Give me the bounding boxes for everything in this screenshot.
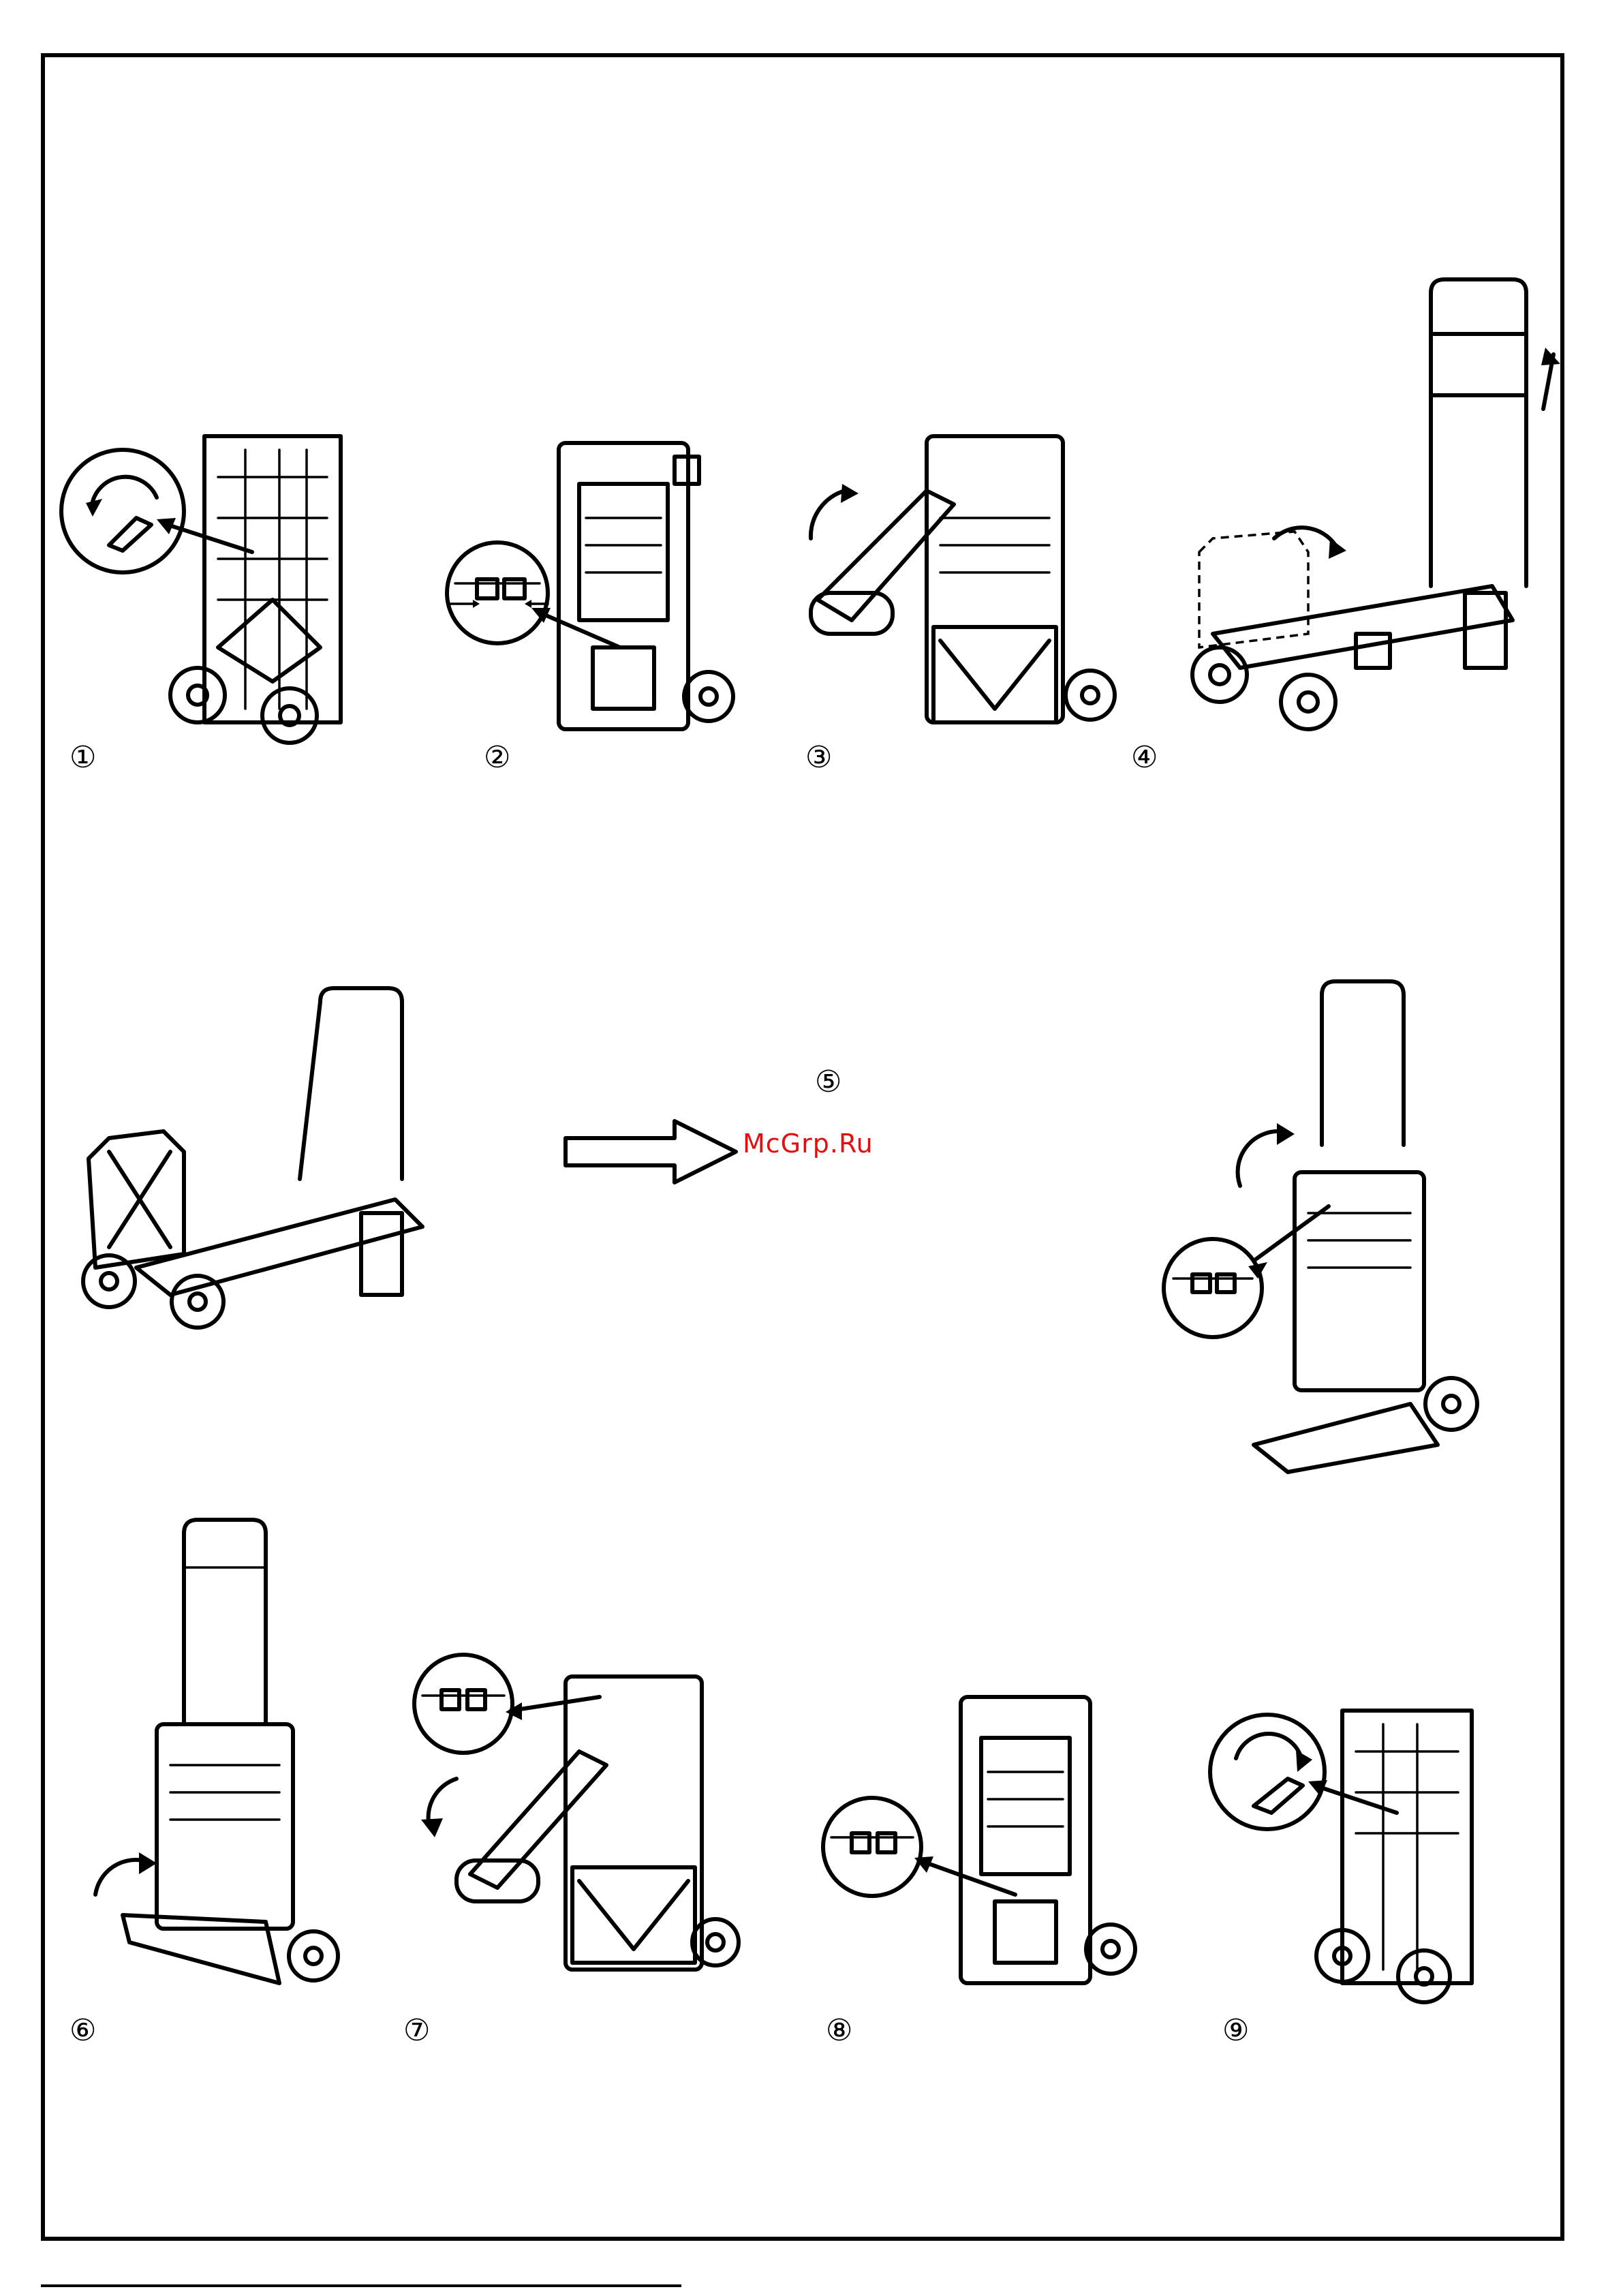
figure-step-2 [422,429,749,743]
right-arrow-icon [559,1118,743,1186]
figure-step-5-handtruck [1151,968,1492,1486]
figure-step-4 [1172,266,1554,743]
step-number-7: ⑦ [403,2016,430,2046]
step-number-1: ① [69,743,96,773]
figure-step-5-platform [68,975,422,1343]
figure-step-6 [68,1506,354,2004]
figure-step-7 [402,1649,743,1990]
step-number-2: ② [484,743,510,773]
figure-step-3 [790,423,1117,743]
step-number-5: ⑤ [815,1067,841,1097]
step-number-9: ⑨ [1222,2016,1249,2046]
figure-step-9 [1206,1697,1519,2004]
step-number-4: ④ [1131,743,1158,773]
figure-step-1 [55,423,368,743]
step-number-8: ⑧ [826,2016,852,2046]
footer-rule [41,2284,681,2287]
step-number-3: ③ [805,743,832,773]
step-number-6: ⑥ [69,2016,96,2046]
figure-step-8 [818,1690,1145,1997]
watermark: McGrp.Ru [743,1129,874,1159]
